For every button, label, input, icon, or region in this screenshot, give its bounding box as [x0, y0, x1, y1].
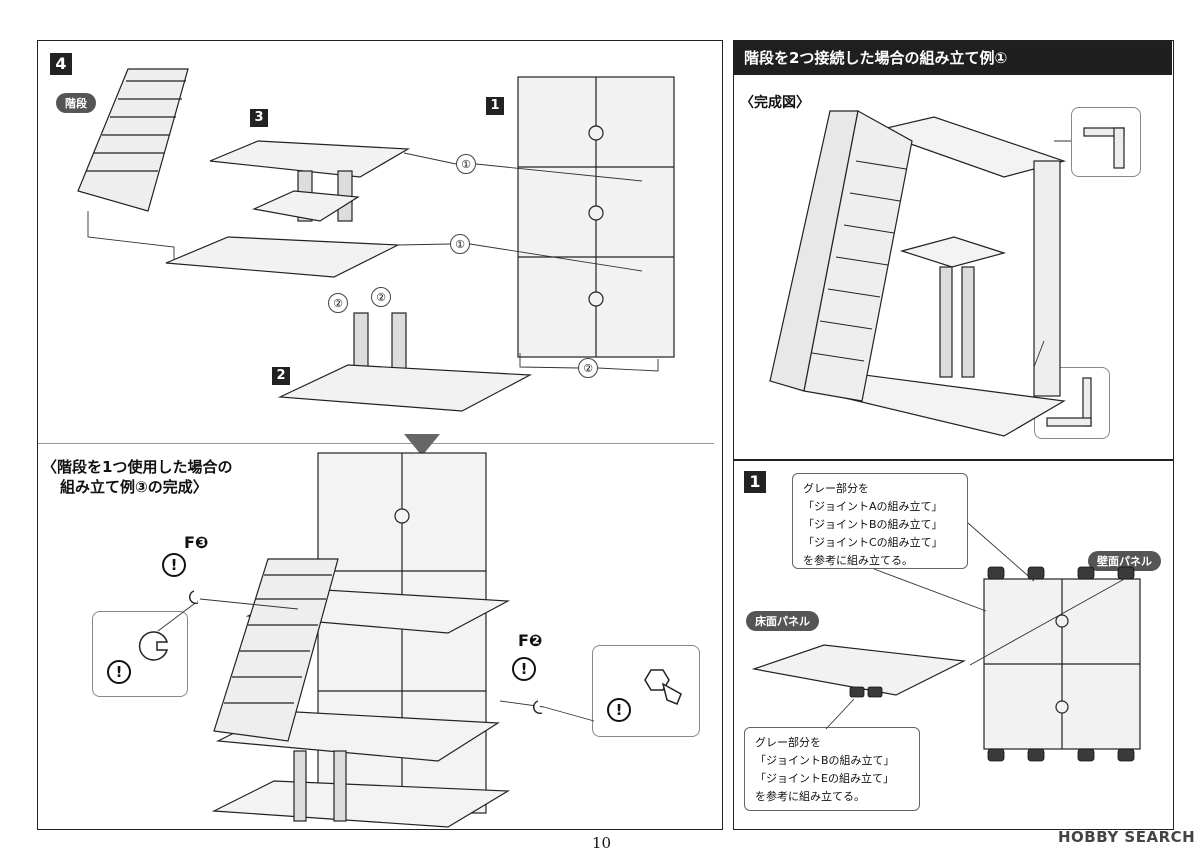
connector-2a: ②: [328, 293, 348, 313]
callout-line: 「ジョイントCの組み立て」: [803, 536, 943, 549]
corner-joint-icon: [1046, 377, 1092, 427]
corner-joint-icon: [1083, 127, 1125, 169]
section-title: 階段を2つ接続した場合の組み立て例①: [734, 41, 1172, 75]
floor-and-wall-panel-illustration: [751, 522, 1141, 762]
f2-zoom-detail: !: [592, 645, 700, 737]
section-divider: [38, 443, 714, 444]
page-number: 10: [592, 834, 612, 852]
hex-joint-icon: [644, 669, 682, 705]
right-bottom-panel: 1 グレー部分を 「ジョイントAの組み立て」 「ジョイントBの組み立て」 「ジョ…: [733, 460, 1174, 830]
callout-line: 「ジョイントBの組み立て」: [803, 518, 943, 531]
warning-icon: !: [512, 657, 536, 681]
right-top-panel: 階段を2つ接続した場合の組み立て例① 〈完成図〉: [733, 40, 1174, 460]
connector-1a: ①: [456, 154, 476, 174]
exploded-assembly-illustration: [77, 68, 675, 412]
f3-zoom-detail: !: [92, 611, 188, 697]
f2-part-label: F❷: [518, 631, 543, 650]
callout-line: グレー部分を: [803, 482, 869, 495]
corner-detail-top: [1071, 107, 1141, 177]
connector-2c: ②: [578, 358, 598, 378]
two-stairs-assembly-illustration: [769, 110, 1071, 437]
part-3-badge: 3: [250, 109, 268, 127]
completed-heading-line2: 組み立て例③の完成〉: [60, 478, 208, 496]
callout-line: を参考に組み立てる。: [755, 790, 865, 803]
connector-2b: ②: [371, 287, 391, 307]
step-4-badge: 4: [50, 53, 72, 75]
callout-line: 「ジョイントAの組み立て」: [803, 500, 943, 513]
callout-line: を参考に組み立てる。: [803, 554, 913, 567]
callout-joints-abc: グレー部分を 「ジョイントAの組み立て」 「ジョイントBの組み立て」 「ジョイン…: [792, 473, 968, 569]
warning-icon: !: [162, 553, 186, 577]
callout-joints-be: グレー部分を 「ジョイントBの組み立て」 「ジョイントEの組み立て」 を参考に組…: [744, 727, 920, 811]
floor-panel-label: 床面パネル: [746, 611, 819, 631]
warning-icon: !: [607, 698, 631, 722]
stairs-label: 階段: [56, 93, 96, 113]
left-instruction-panel: 4 階段 3 1 2 ① ① ② ② ②: [37, 40, 723, 830]
callout-line: 「ジョイントEの組み立て」: [755, 772, 894, 785]
warning-icon: !: [107, 660, 131, 684]
completed-assembly-illustration: [157, 452, 595, 828]
callout-line: 「ジョイントBの組み立て」: [755, 754, 895, 767]
wall-panel-label: 壁面パネル: [1088, 551, 1161, 571]
connector-1b: ①: [450, 234, 470, 254]
callout-line: グレー部分を: [755, 736, 821, 749]
f3-part-label: F❸: [184, 533, 209, 552]
completed-label: 〈完成図〉: [740, 95, 810, 111]
part-1-badge: 1: [486, 97, 504, 115]
down-arrow-icon: [404, 434, 440, 456]
clip-part-icon: [138, 631, 169, 661]
step-1-badge: 1: [744, 471, 766, 493]
completed-heading-line1: 〈階段を1つ使用した場合の: [42, 458, 233, 476]
part-2-badge: 2: [272, 367, 290, 385]
watermark: HOBBY SEARCH: [1058, 828, 1196, 846]
